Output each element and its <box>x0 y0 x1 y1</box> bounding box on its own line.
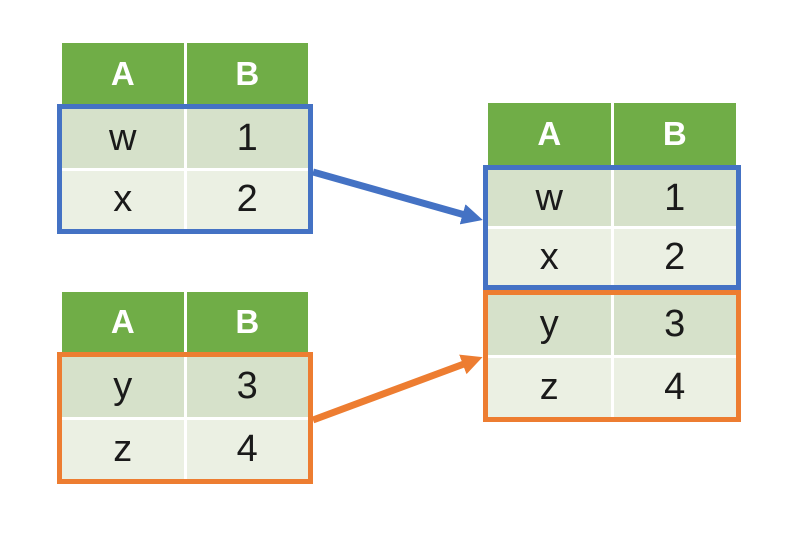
orange-highlight-group: y 3 z 4 <box>483 290 741 422</box>
cell: x <box>62 170 184 229</box>
table-header-row: A B <box>488 103 736 165</box>
cell: 2 <box>186 170 308 229</box>
cell: x <box>488 229 611 285</box>
table-row: x 2 <box>488 229 736 285</box>
column-header-b: B <box>186 43 308 104</box>
table-row: y 3 <box>62 357 308 417</box>
table-header-row: A B <box>62 292 308 352</box>
table-row: w 1 <box>488 170 736 226</box>
column-header-a: A <box>62 292 184 352</box>
cell: 1 <box>186 109 308 168</box>
cell: z <box>62 419 184 479</box>
table-row: y 3 <box>488 295 736 355</box>
orange-concat-arrow <box>311 354 483 424</box>
cell: w <box>62 109 184 168</box>
cell: y <box>62 357 184 417</box>
column-header-b: B <box>613 103 736 165</box>
cell: y <box>488 295 611 355</box>
blue-highlight-group: w 1 x 2 <box>483 165 741 290</box>
table-row: x 2 <box>62 170 308 229</box>
column-header-a: A <box>488 103 611 165</box>
cell: 4 <box>613 357 736 417</box>
cell: 1 <box>613 170 736 226</box>
table-row: z 4 <box>62 419 308 479</box>
table-header-row: A B <box>62 43 308 104</box>
table-row: z 4 <box>488 357 736 417</box>
blue-highlight-group: w 1 x 2 <box>57 104 313 234</box>
table-source-top: A B w 1 x 2 <box>57 43 313 234</box>
cell: 3 <box>186 357 308 417</box>
blue-concat-arrow <box>312 168 483 225</box>
column-header-a: A <box>62 43 184 104</box>
cell: 3 <box>613 295 736 355</box>
cell: z <box>488 357 611 417</box>
column-header-b: B <box>186 292 308 352</box>
cell: 2 <box>613 229 736 285</box>
table-row: w 1 <box>62 109 308 168</box>
table-source-bottom: A B y 3 z 4 <box>57 292 313 484</box>
table-result: A B w 1 x 2 y 3 z 4 <box>483 103 741 422</box>
cell: w <box>488 170 611 226</box>
cell: 4 <box>186 419 308 479</box>
orange-highlight-group: y 3 z 4 <box>57 352 313 484</box>
